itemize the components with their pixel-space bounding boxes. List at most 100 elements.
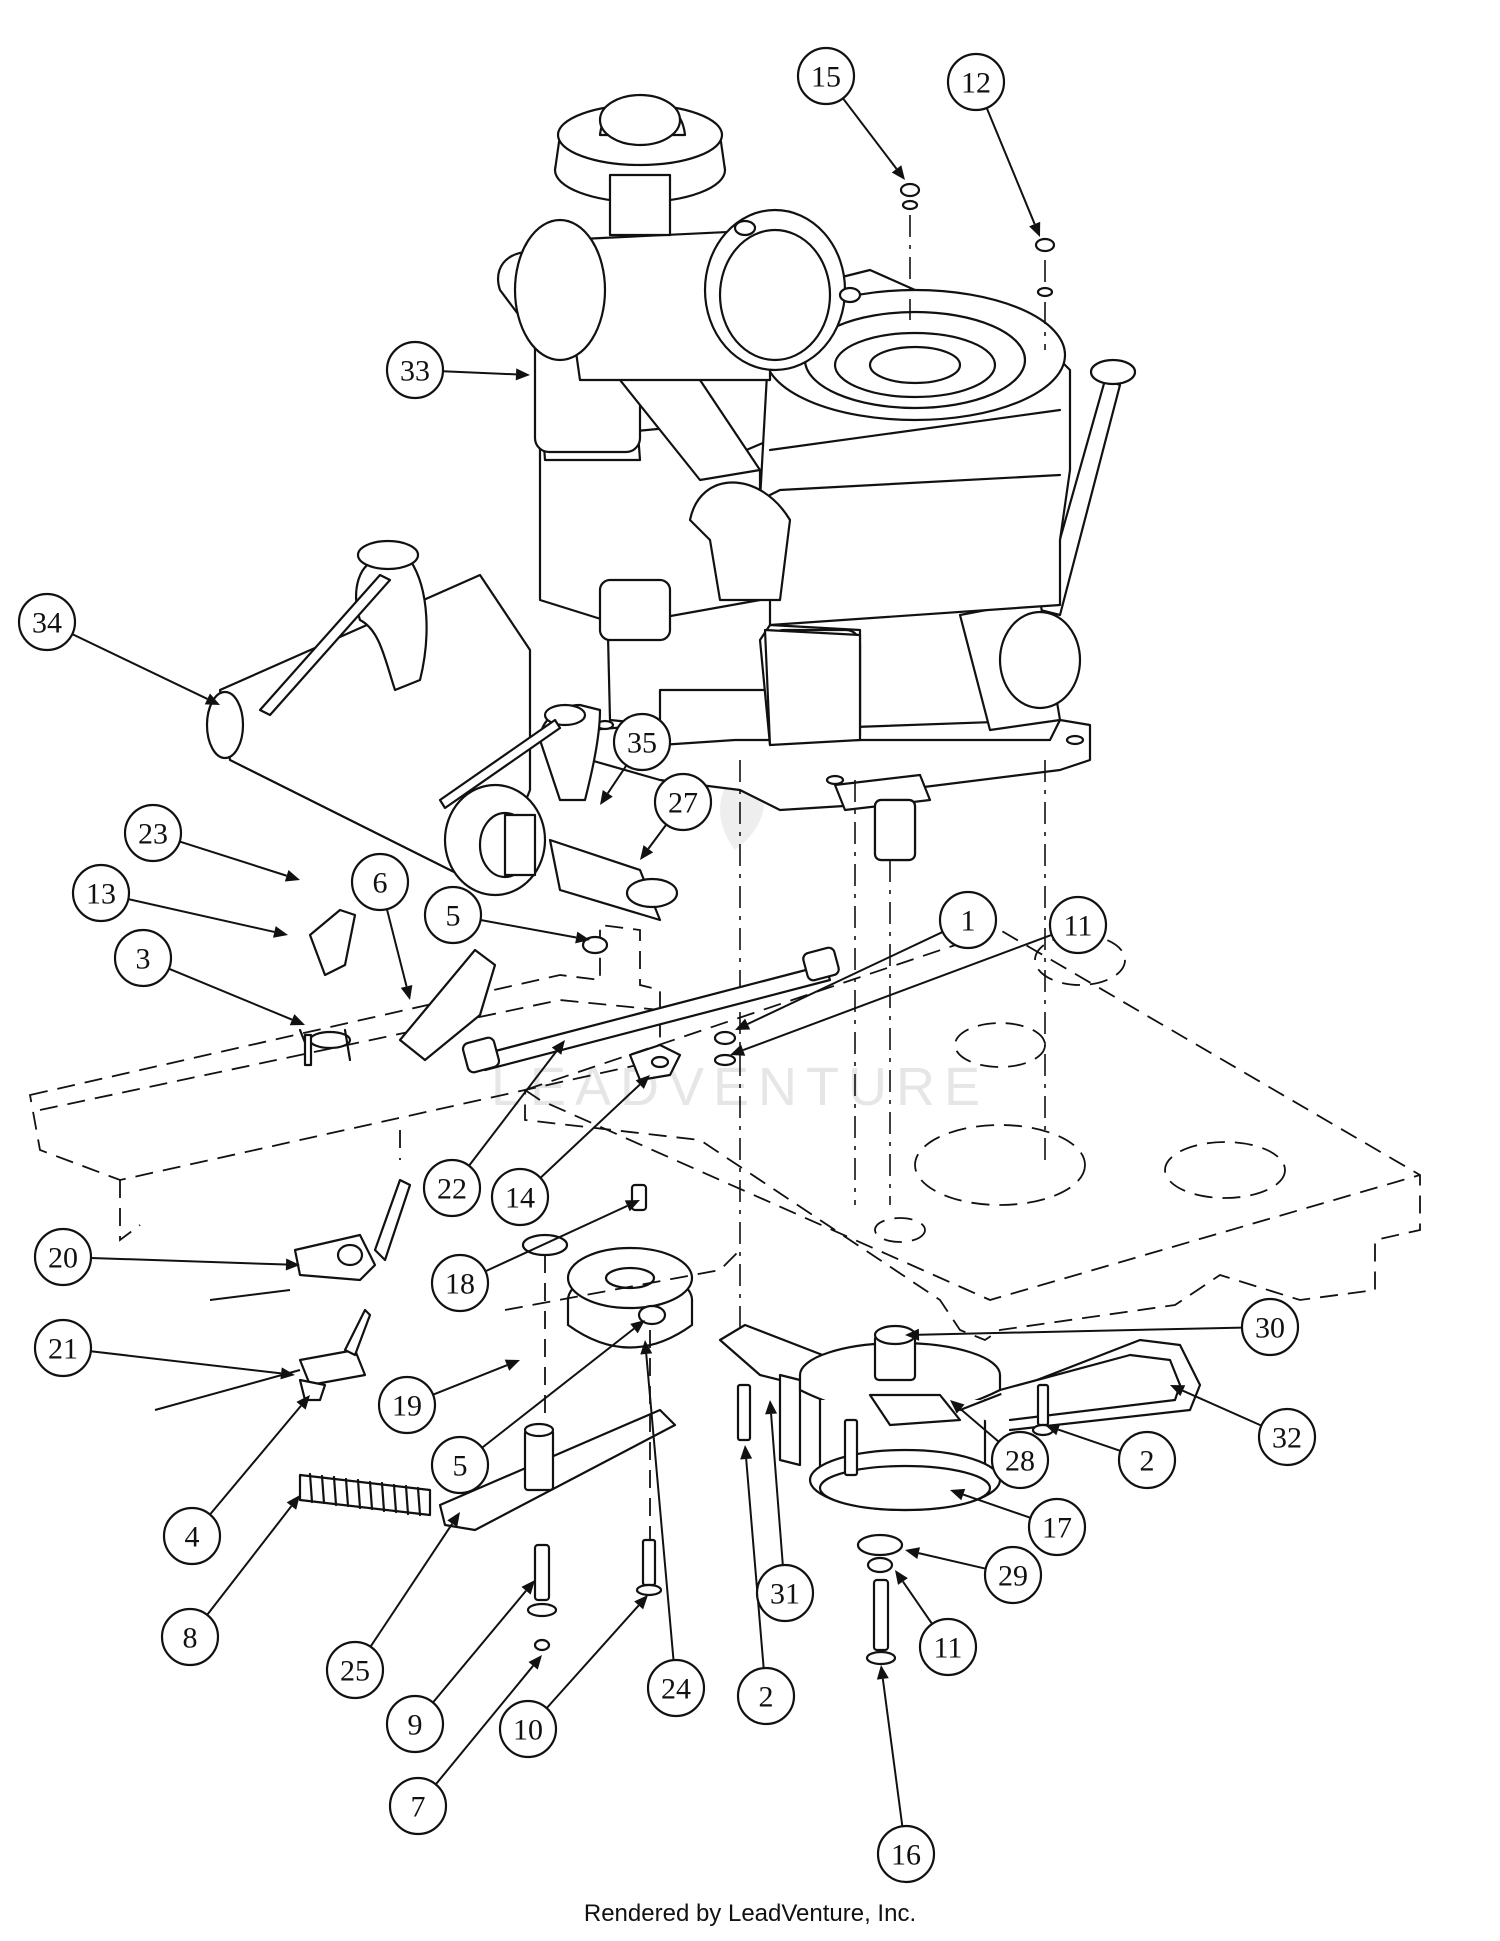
callout-circle: [33, 1318, 93, 1378]
callout-number: 18: [445, 1268, 475, 1301]
callout-number: 12: [961, 67, 991, 100]
leader-line: [1182, 1389, 1262, 1427]
idler-arm: [438, 1408, 677, 1532]
clutch-hardware: [856, 1383, 1055, 1666]
callout-number: 2: [759, 1681, 774, 1714]
leader-line: [90, 1256, 287, 1266]
callout-circle: [388, 1776, 448, 1836]
callout: 30: [1240, 1297, 1300, 1357]
callout-number: 24: [661, 1673, 691, 1706]
callout: 13: [71, 863, 131, 923]
arrowhead: [284, 870, 300, 882]
leader-line: [442, 370, 517, 376]
arrowhead: [504, 1359, 520, 1371]
arrowhead: [895, 1570, 908, 1585]
leader-line: [481, 1327, 635, 1449]
frame-rail: [28, 923, 661, 1242]
leader-line: [770, 1413, 784, 1566]
watermark-text: LEADVENTURE: [491, 1057, 989, 1117]
callout-number: 1: [961, 905, 976, 938]
callout-number: 25: [340, 1655, 370, 1688]
callout-number: 19: [392, 1390, 422, 1423]
arrowhead: [521, 1580, 535, 1595]
callout-circle: [1240, 1297, 1300, 1357]
callout-circle: [385, 1694, 445, 1754]
leader-line: [434, 1665, 534, 1785]
callout-number: 2: [1140, 1445, 1155, 1478]
callout: 2: [736, 1666, 796, 1726]
callout-number: 27: [668, 787, 698, 820]
callout-circle: [430, 1435, 490, 1495]
callout: 31: [755, 1563, 815, 1623]
arrowhead: [740, 1445, 753, 1460]
arrowhead: [876, 1665, 889, 1680]
leader-line: [742, 933, 1053, 1052]
callout: 2: [1117, 1430, 1177, 1490]
leader-line: [480, 919, 577, 939]
callout: 5: [423, 885, 483, 945]
callout-number: 5: [453, 1450, 468, 1483]
throttle-linkage: [298, 908, 497, 1067]
arrowhead: [950, 1488, 966, 1501]
leader-line: [545, 1604, 640, 1709]
callout-circle: [160, 1607, 220, 1667]
leader-line: [918, 1552, 986, 1570]
callout-circle: [653, 772, 713, 832]
arrowhead: [634, 1595, 648, 1610]
callout: 20: [33, 1227, 93, 1287]
callout: 14: [490, 1167, 550, 1227]
arrowhead: [624, 1200, 640, 1212]
arrowhead: [905, 1328, 920, 1341]
leader-line: [385, 908, 408, 987]
leader-line: [168, 967, 293, 1021]
callout: 24: [646, 1658, 706, 1718]
callout: 1: [938, 890, 998, 950]
callout-number: 28: [1005, 1445, 1035, 1478]
callout-circle: [918, 1617, 978, 1677]
callout-circle: [430, 1253, 490, 1313]
callout-number: 32: [1272, 1422, 1302, 1455]
callout-number: 7: [411, 1791, 426, 1824]
arrowhead: [891, 165, 905, 180]
leader-line: [1057, 1428, 1121, 1452]
arrowhead: [285, 1258, 300, 1271]
callout-circle: [946, 52, 1006, 112]
leader-line: [747, 931, 944, 1025]
clutch-pulley: [798, 1324, 1002, 1512]
callout-number: 20: [48, 1242, 78, 1275]
callout-circle: [33, 1227, 93, 1287]
callout: 29: [983, 1545, 1043, 1605]
engine: [497, 93, 1137, 862]
callout-number: 11: [1064, 910, 1093, 943]
callout-number: 22: [437, 1173, 467, 1206]
engine-nuts: [733, 182, 1056, 304]
arrowhead: [447, 1512, 460, 1527]
leader-line: [90, 1350, 282, 1375]
callout-circle: [938, 890, 998, 950]
leader-line: [645, 1353, 675, 1661]
callout-circle: [423, 885, 483, 945]
callout-circle: [990, 1430, 1050, 1490]
leader-line: [468, 1050, 558, 1167]
callout-circle: [983, 1545, 1043, 1605]
callout: 16: [876, 1824, 936, 1884]
leader-line: [432, 1590, 527, 1704]
arrowhead: [640, 845, 654, 860]
leader-line: [881, 1678, 904, 1827]
callout-circle: [646, 1658, 706, 1718]
callout: 11: [1048, 895, 1108, 955]
arrowhead: [600, 790, 613, 805]
arrowhead: [730, 1044, 746, 1056]
spring: [298, 1472, 432, 1517]
callout: 9: [385, 1694, 445, 1754]
callout: 12: [946, 52, 1006, 112]
leader-line: [432, 1364, 508, 1396]
leader-line: [485, 1204, 628, 1273]
callout-circle: [796, 46, 856, 106]
callout-circle: [162, 1506, 222, 1566]
arrowhead: [735, 1018, 751, 1030]
callout-circle: [123, 803, 183, 863]
arrowhead: [765, 1400, 778, 1415]
callout-number: 30: [1255, 1312, 1285, 1345]
